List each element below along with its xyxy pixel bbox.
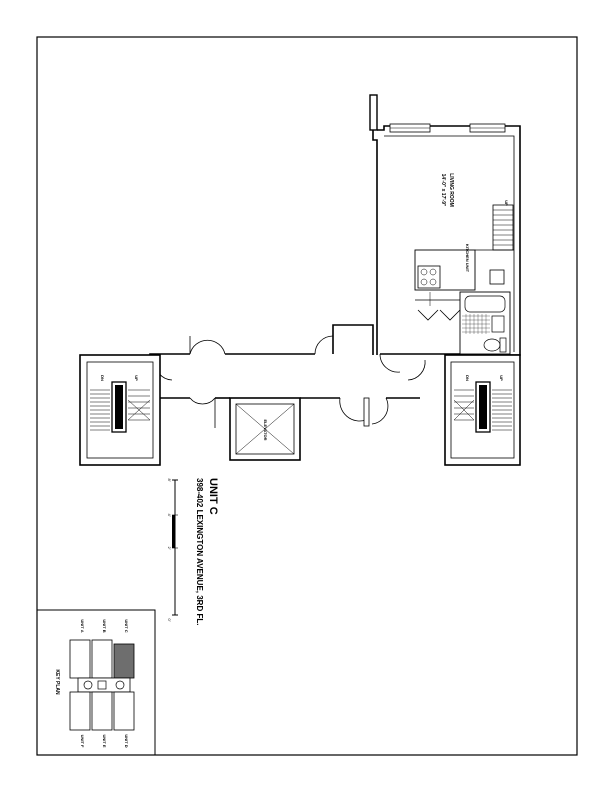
key-plan-unit-b (91, 639, 113, 679)
left-stair (79, 354, 161, 466)
key-plan-label-unit-f: UNIT F (80, 735, 85, 748)
unit-c-walls (369, 94, 521, 356)
scale-bar (172, 479, 178, 616)
kitchen-unit-label: KITCHEN UNIT (465, 244, 470, 273)
key-plan-label-unit-d: UNIT D (124, 734, 129, 747)
key-plan-unit-c (113, 643, 135, 679)
key-plan (36, 609, 156, 756)
elevator-label: ELEVATOR (263, 419, 268, 440)
right-stair-up-label: UP (499, 375, 504, 381)
scale-tick-2: 2' (167, 547, 172, 550)
address-line: 398-402 LEXINGTON AVENUE, 3RD FL. (195, 478, 204, 625)
key-plan-unit-f (69, 691, 91, 731)
scale-tick-4: 4' (167, 514, 172, 517)
scale-tick-8: 8' (167, 479, 172, 482)
right-stair (444, 354, 521, 466)
key-plan-label-unit-b: UNIT B (102, 619, 107, 632)
left-stair-up-label: UP (134, 375, 139, 381)
closet-up-label: UP (504, 200, 509, 206)
scale-tick-0: 0' (167, 619, 172, 622)
unit-title: UNIT C (207, 478, 219, 515)
sheet-border (36, 36, 578, 756)
key-plan-unit-d (113, 691, 135, 731)
key-plan-unit-e (91, 691, 113, 731)
elevator-shaft (229, 397, 301, 461)
corridor-walls (149, 324, 460, 428)
key-plan-label-unit-c: UNIT C (124, 619, 129, 632)
living-room-dims: 14'-0" x 17'-9" (440, 174, 446, 207)
key-plan-title: KEY PLAN (54, 669, 60, 695)
key-plan-unit-a (69, 639, 91, 679)
key-plan-label-unit-e: UNIT E (102, 734, 107, 747)
left-stair-dn-label: DN (100, 375, 105, 381)
key-plan-label-unit-a: UNIT A (80, 619, 85, 632)
living-room-label: LIVING ROOM (448, 173, 454, 207)
right-stair-dn-label: DN (465, 375, 470, 381)
